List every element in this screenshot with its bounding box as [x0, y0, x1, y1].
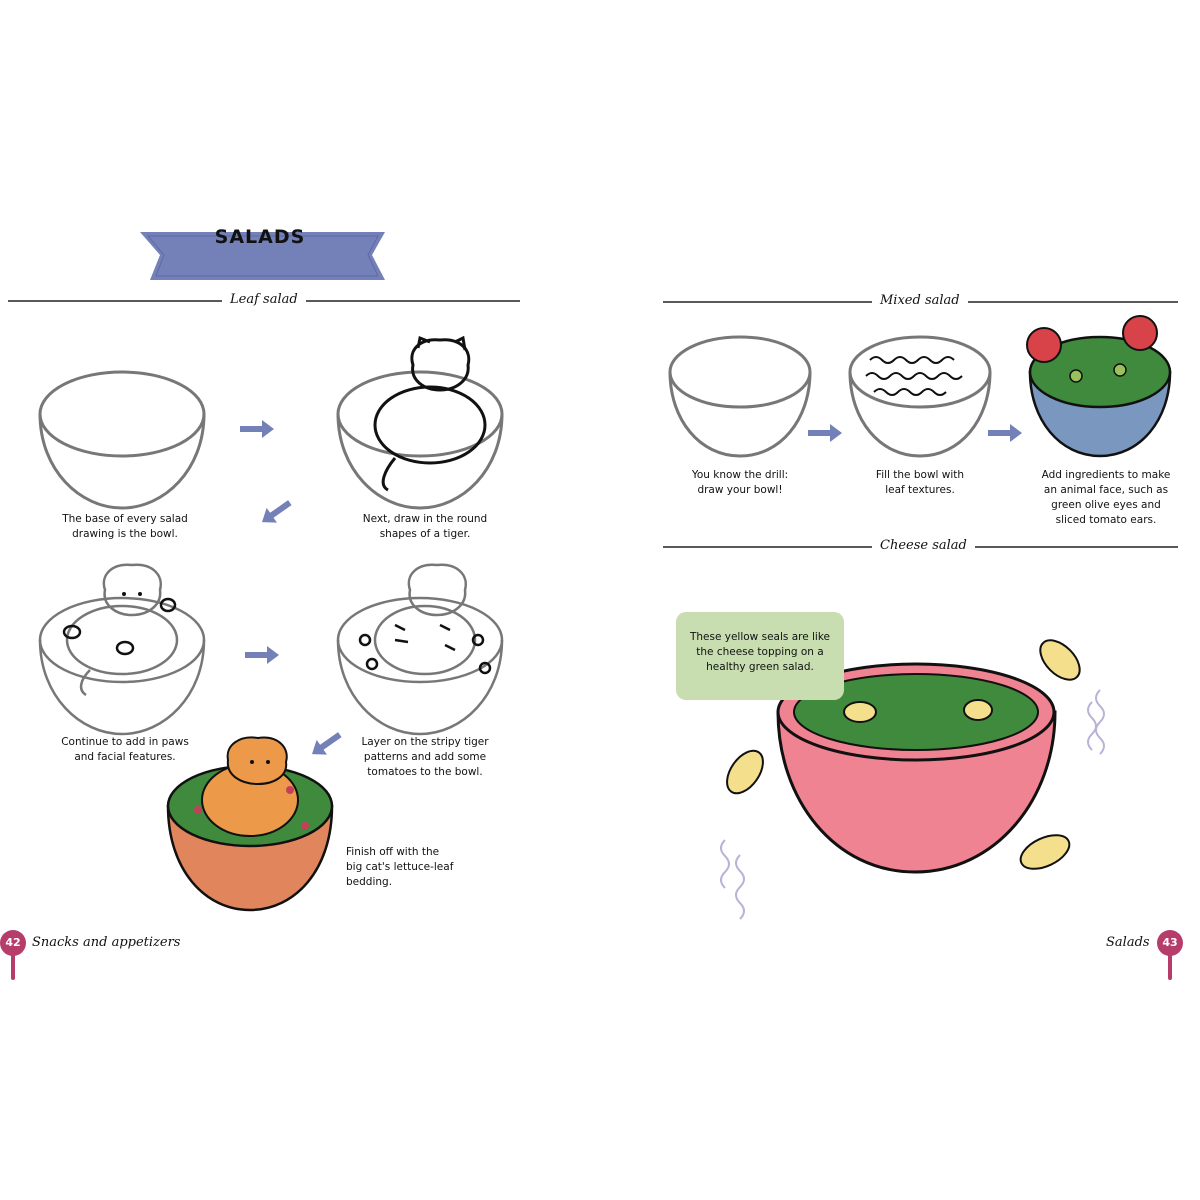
- motion-lines: [720, 689, 1105, 920]
- cheese-note-box: [676, 612, 844, 700]
- tiger-salad-bowl-illustration: [166, 736, 334, 912]
- banner-title: SALADS: [214, 226, 306, 248]
- step5-caption: Finish off with the big cat's lettuce-le…: [346, 846, 454, 888]
- salads-banner: [140, 232, 385, 280]
- seal-illustration: [726, 639, 1081, 870]
- mixed-bowl-step2-drawing: [848, 335, 992, 458]
- bowl-step3-drawing: [38, 563, 206, 736]
- mixed-bowl-step1-drawing: [668, 335, 812, 458]
- footer-right: Salads: [1106, 935, 1150, 950]
- arrow-right-icon: [988, 424, 1022, 442]
- step4-caption: Layer on the stripy tiger patterns and a…: [361, 736, 489, 778]
- cheese-salad-title: Cheese salad: [872, 538, 975, 553]
- mixed-step3-caption: Add ingredients to make an animal face, …: [1041, 469, 1171, 526]
- page-number-left: 42: [5, 936, 21, 949]
- leaf-salad-title: Leaf salad: [222, 292, 306, 307]
- mixed-step1-caption: You know the drill: draw your bowl!: [691, 469, 789, 496]
- step1-caption: The base of every salad drawing is the b…: [62, 513, 188, 540]
- arrow-right-icon: [245, 646, 279, 664]
- mixed-salad-title: Mixed salad: [872, 293, 968, 308]
- mixed-bowl-animal-face-illustration: [1026, 315, 1172, 458]
- mixed-step2-caption: Fill the bowl with leaf textures.: [875, 469, 965, 496]
- arrow-right-icon: [808, 424, 842, 442]
- arrow-right-icon: [240, 420, 274, 438]
- page-number-right: 43: [1162, 936, 1178, 949]
- bowl-step2-drawing: [336, 335, 504, 510]
- footer-left: Snacks and appetizers: [32, 935, 181, 950]
- cheese-salad-bowl-illustration: [776, 662, 1057, 874]
- page-number-spoon-left: [0, 930, 26, 980]
- arrow-down-left-icon: [306, 727, 345, 762]
- step2-caption: Next, draw in the round shapes of a tige…: [362, 513, 488, 540]
- bowl-step1-drawing: [38, 370, 206, 510]
- bowl-step4-drawing: [336, 563, 504, 736]
- page-number-spoon-right: [1157, 930, 1183, 980]
- cheese-note-text: These yellow seals are like the cheese t…: [689, 631, 831, 673]
- step3-caption: Continue to add in paws and facial featu…: [61, 736, 189, 763]
- arrow-down-left-icon: [256, 495, 295, 530]
